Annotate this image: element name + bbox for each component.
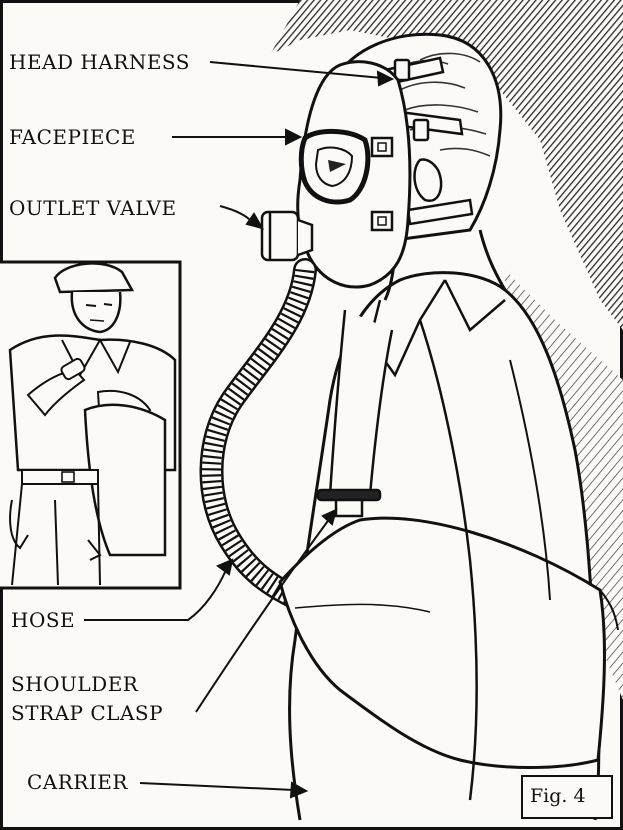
shoulder-strap-clasp-label-line1: SHOULDER [11,671,138,698]
hose-corrugation [211,270,305,600]
hose-label: HOSE [11,607,75,634]
mask-buckle-upper [372,138,392,156]
outlet-valve-label: OUTLET VALVE [9,195,177,222]
facepiece-label: FACEPIECE [9,124,136,151]
head-harness-label: HEAD HARNESS [9,49,190,76]
figure-caption: Fig. 4 [530,785,586,807]
mask-buckle-lower [372,212,392,230]
outlet-valve-leader [220,206,252,222]
carrier-label: CARRIER [27,769,128,796]
inset-panel [0,262,180,588]
shoulder-strap-clasp-label-line2: STRAP CLASP [11,700,163,727]
carrier-leader [140,783,294,790]
